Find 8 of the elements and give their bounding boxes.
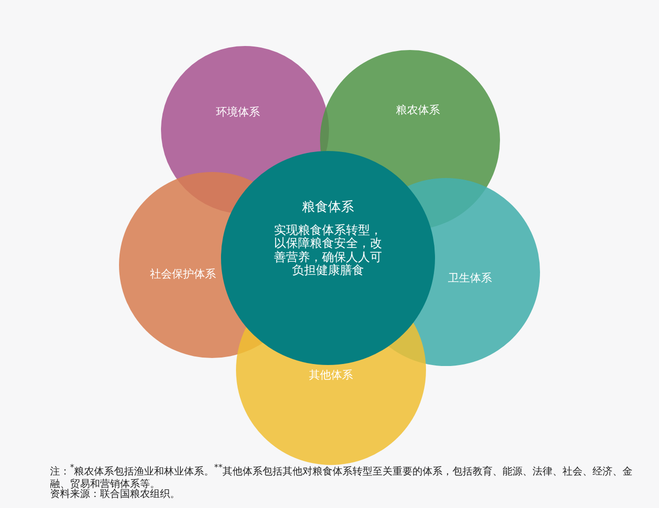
circle-label: 粮农体系 <box>396 102 440 118</box>
circle-label: 卫生体系 <box>448 270 492 286</box>
circle-label: 其他体系 <box>309 368 353 382</box>
circle-label: 社会保护体系 <box>150 266 216 282</box>
circle-label: 粮食体系 <box>302 199 354 216</box>
circle-label: 环境体系 <box>216 104 260 120</box>
circle-description: 实现粮食体系转型，以保障粮食安全，改善营养，确保人人可负担健康膳食 <box>273 224 383 278</box>
source-note: 资料来源：联合国粮农组织。 <box>50 488 181 501</box>
